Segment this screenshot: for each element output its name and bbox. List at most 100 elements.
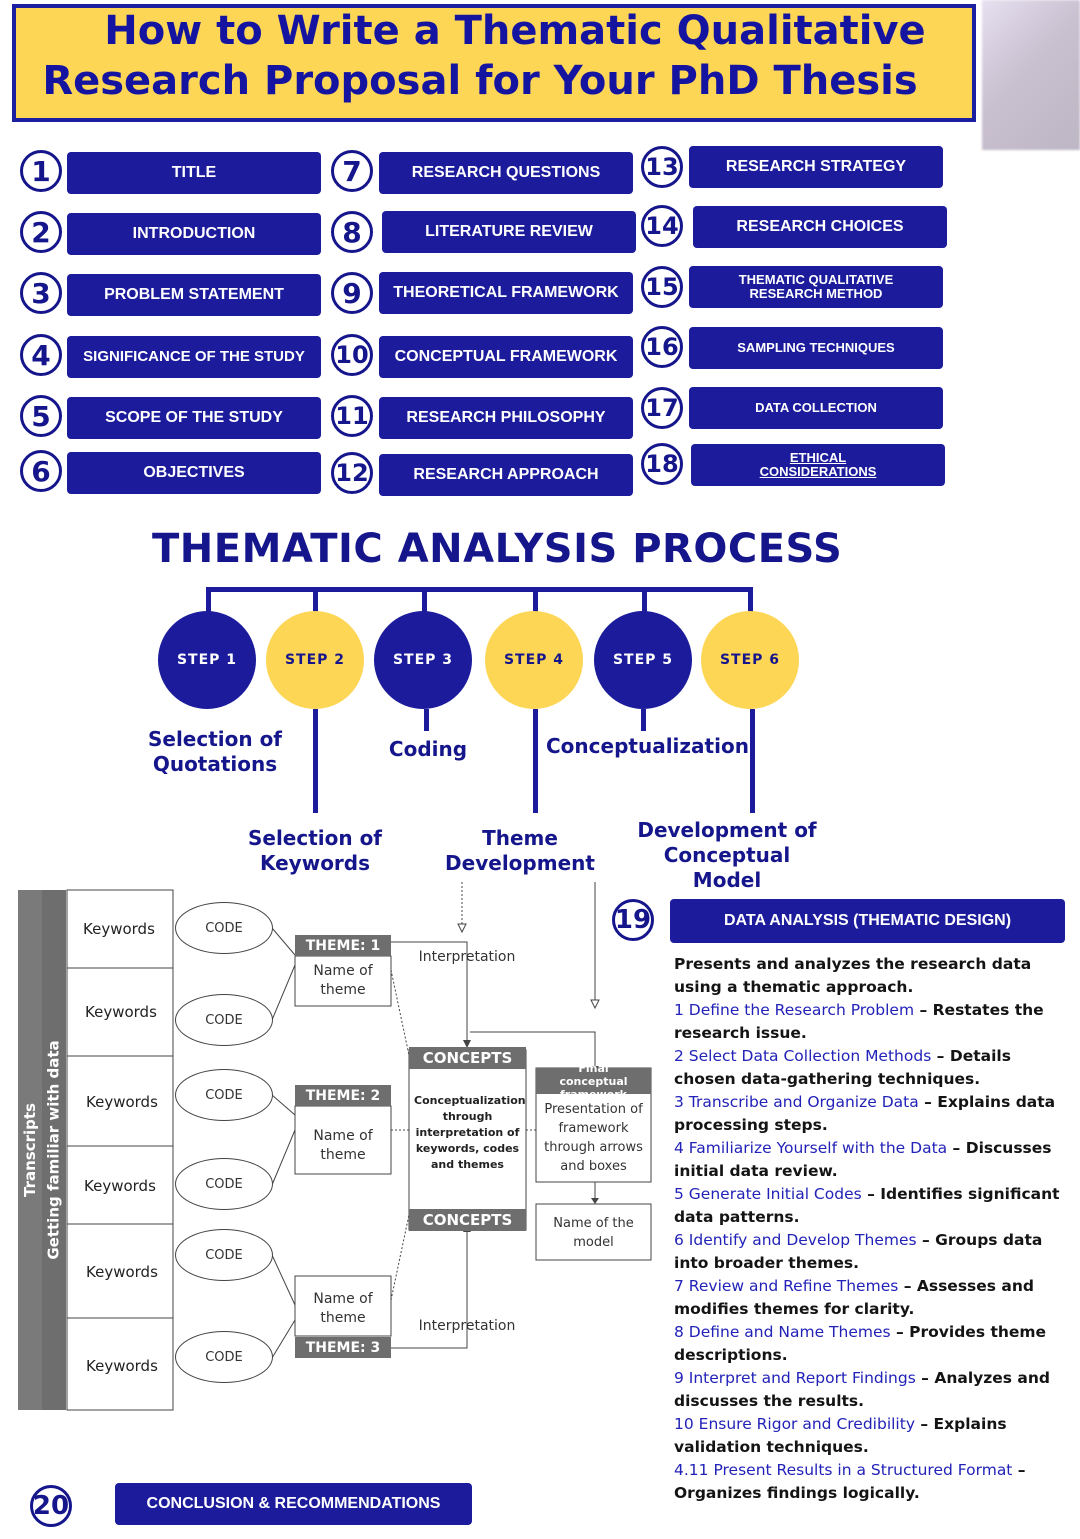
theme-name: Name of theme — [313, 963, 373, 998]
point-body: Details chosen data-gathering techniques… — [674, 1047, 1011, 1088]
item-problem-statement[interactable]: PROBLEM STATEMENT — [67, 274, 321, 316]
point-head: 3 Transcribe and Organize Data — [674, 1093, 919, 1111]
point-sep: – — [898, 1277, 917, 1295]
item-objectives[interactable]: OBJECTIVES — [67, 452, 321, 494]
concepts-tag-bottom: CONCEPTS — [409, 1209, 526, 1231]
sidebar-familiar: Getting familiar with data — [42, 890, 66, 1410]
data-analysis-points: 1 Define the Research Problem – Restates… — [674, 999, 1074, 1505]
point-body: Analyzes and discusses the results. — [674, 1369, 1050, 1410]
label-selection-of-quotations: Selection of Quotations — [147, 727, 283, 776]
title-banner — [12, 4, 976, 122]
number-badge: 18 — [641, 443, 683, 485]
number-badge: 20 — [30, 1485, 72, 1527]
data-analysis-point: 4 Familiarize Yourself with the Data – D… — [674, 1137, 1074, 1183]
data-analysis-point: 1 Define the Research Problem – Restates… — [674, 999, 1074, 1045]
connector — [750, 709, 755, 813]
item-title[interactable]: TITLE — [67, 152, 321, 194]
code-oval: CODE — [175, 902, 273, 954]
sidebar-transcripts: Transcripts — [18, 890, 42, 1410]
point-sep: – — [931, 1047, 950, 1065]
item-sampling-techniques[interactable]: SAMPLING TECHNIQUES — [689, 327, 943, 369]
point-sep: – — [915, 1415, 934, 1433]
point-body: Organizes findings logically. — [674, 1484, 920, 1502]
point-sep: – — [914, 1001, 933, 1019]
author-photo — [982, 0, 1080, 150]
keyword-cell: Keywords — [83, 920, 155, 938]
connector — [642, 587, 647, 613]
theme-name: Name of theme — [313, 1291, 373, 1326]
label-coding: Coding — [388, 737, 468, 761]
connector — [422, 587, 427, 613]
number-badge: 12 — [331, 452, 373, 494]
point-head: 4 Familiarize Yourself with the Data — [674, 1139, 948, 1157]
connector — [533, 587, 538, 613]
item-thematic-method[interactable]: THEMATIC QUALITATIVE RESEARCH METHOD — [689, 266, 943, 308]
theme-2-tag: THEME: 2 — [295, 1085, 391, 1106]
theme-3-tag: THEME: 3 — [295, 1337, 391, 1358]
data-analysis-point: 6 Identify and Develop Themes – Groups d… — [674, 1229, 1074, 1275]
keyword-cell: Keywords — [86, 1093, 158, 1111]
process-connector-top — [206, 587, 753, 592]
keyword-cell: Keywords — [86, 1357, 158, 1375]
keyword-cell: Keywords — [84, 1177, 156, 1195]
data-analysis-point: 7 Review and Refine Themes – Assesses an… — [674, 1275, 1074, 1321]
point-body: Identifies significant data patterns. — [674, 1185, 1060, 1226]
point-head: 4.11 Present Results in a Structured For… — [674, 1461, 1013, 1479]
item-theoretical-framework[interactable]: THEORETICAL FRAMEWORK — [379, 272, 633, 314]
item-research-approach[interactable]: RESEARCH APPROACH — [379, 454, 633, 496]
number-badge: 4 — [20, 334, 62, 376]
item-literature-review[interactable]: LITERATURE REVIEW — [382, 211, 636, 253]
step-2-circle: STEP 2 — [266, 611, 364, 709]
item-ethical-considerations[interactable]: ETHICAL CONSIDERATIONS — [691, 444, 945, 486]
number-badge: 19 — [612, 899, 654, 941]
point-body: Provides theme descriptions. — [674, 1323, 1047, 1364]
item-introduction[interactable]: INTRODUCTION — [67, 213, 321, 255]
data-analysis-text: Presents and analyzes the research data … — [674, 953, 1074, 1505]
item-research-questions[interactable]: RESEARCH QUESTIONS — [379, 152, 633, 194]
point-head: 9 Interpret and Report Findings — [674, 1369, 916, 1387]
label-conceptual-model: Development of Conceptual Model — [637, 818, 817, 892]
item-data-analysis[interactable]: DATA ANALYSIS (THEMATIC DESIGN) — [670, 899, 1065, 943]
item-research-strategy[interactable]: RESEARCH STRATEGY — [689, 146, 943, 188]
item-research-philosophy[interactable]: RESEARCH PHILOSOPHY — [379, 397, 633, 439]
keyword-cell: Keywords — [85, 1003, 157, 1021]
item-scope[interactable]: SCOPE OF THE STUDY — [67, 397, 321, 439]
number-badge: 16 — [641, 326, 683, 368]
point-body: Groups data into broader themes. — [674, 1231, 1043, 1272]
connector — [313, 587, 318, 613]
data-analysis-point: 3 Transcribe and Organize Data – Explain… — [674, 1091, 1074, 1137]
item-conclusion[interactable]: CONCLUSION & RECOMMENDATIONS — [115, 1483, 472, 1525]
code-oval: CODE — [175, 994, 273, 1046]
item-significance[interactable]: SIGNIFICANCE OF THE STUDY — [67, 336, 321, 378]
code-oval: CODE — [175, 1069, 273, 1121]
step-4-circle: STEP 4 — [485, 611, 583, 709]
number-badge: 14 — [641, 205, 683, 247]
number-badge: 3 — [20, 272, 62, 314]
number-badge: 2 — [20, 211, 62, 253]
item-research-choices[interactable]: RESEARCH CHOICES — [693, 206, 947, 248]
label-theme-development: Theme Development — [445, 826, 595, 875]
connector — [424, 709, 429, 731]
item-conceptual-framework[interactable]: CONCEPTUAL FRAMEWORK — [379, 336, 633, 378]
point-head: 2 Select Data Collection Methods — [674, 1047, 932, 1065]
label-selection-of-keywords: Selection of Keywords — [247, 826, 383, 875]
point-sep: – — [1012, 1461, 1026, 1479]
point-head: 5 Generate Initial Codes — [674, 1185, 862, 1203]
number-badge: 8 — [331, 211, 373, 253]
number-badge: 7 — [331, 150, 373, 192]
diagram-lines — [18, 882, 652, 1411]
point-head: 6 Identify and Develop Themes — [674, 1231, 917, 1249]
data-analysis-point: 10 Ensure Rigor and Credibility – Explai… — [674, 1413, 1074, 1459]
point-head: 10 Ensure Rigor and Credibility — [674, 1415, 915, 1433]
interpretation-label: Interpretation — [418, 949, 516, 965]
item-data-collection[interactable]: DATA COLLECTION — [689, 387, 943, 429]
title-line-2: Research Proposal for Your PhD Thesis — [42, 58, 918, 104]
number-badge: 9 — [331, 272, 373, 314]
data-analysis-point: 8 Define and Name Themes – Provides them… — [674, 1321, 1074, 1367]
number-badge: 13 — [641, 146, 683, 188]
step-6-circle: STEP 6 — [701, 611, 799, 709]
connector — [748, 587, 753, 613]
number-badge: 11 — [331, 395, 373, 437]
step-1-circle: STEP 1 — [158, 611, 256, 709]
code-oval: CODE — [175, 1229, 273, 1281]
